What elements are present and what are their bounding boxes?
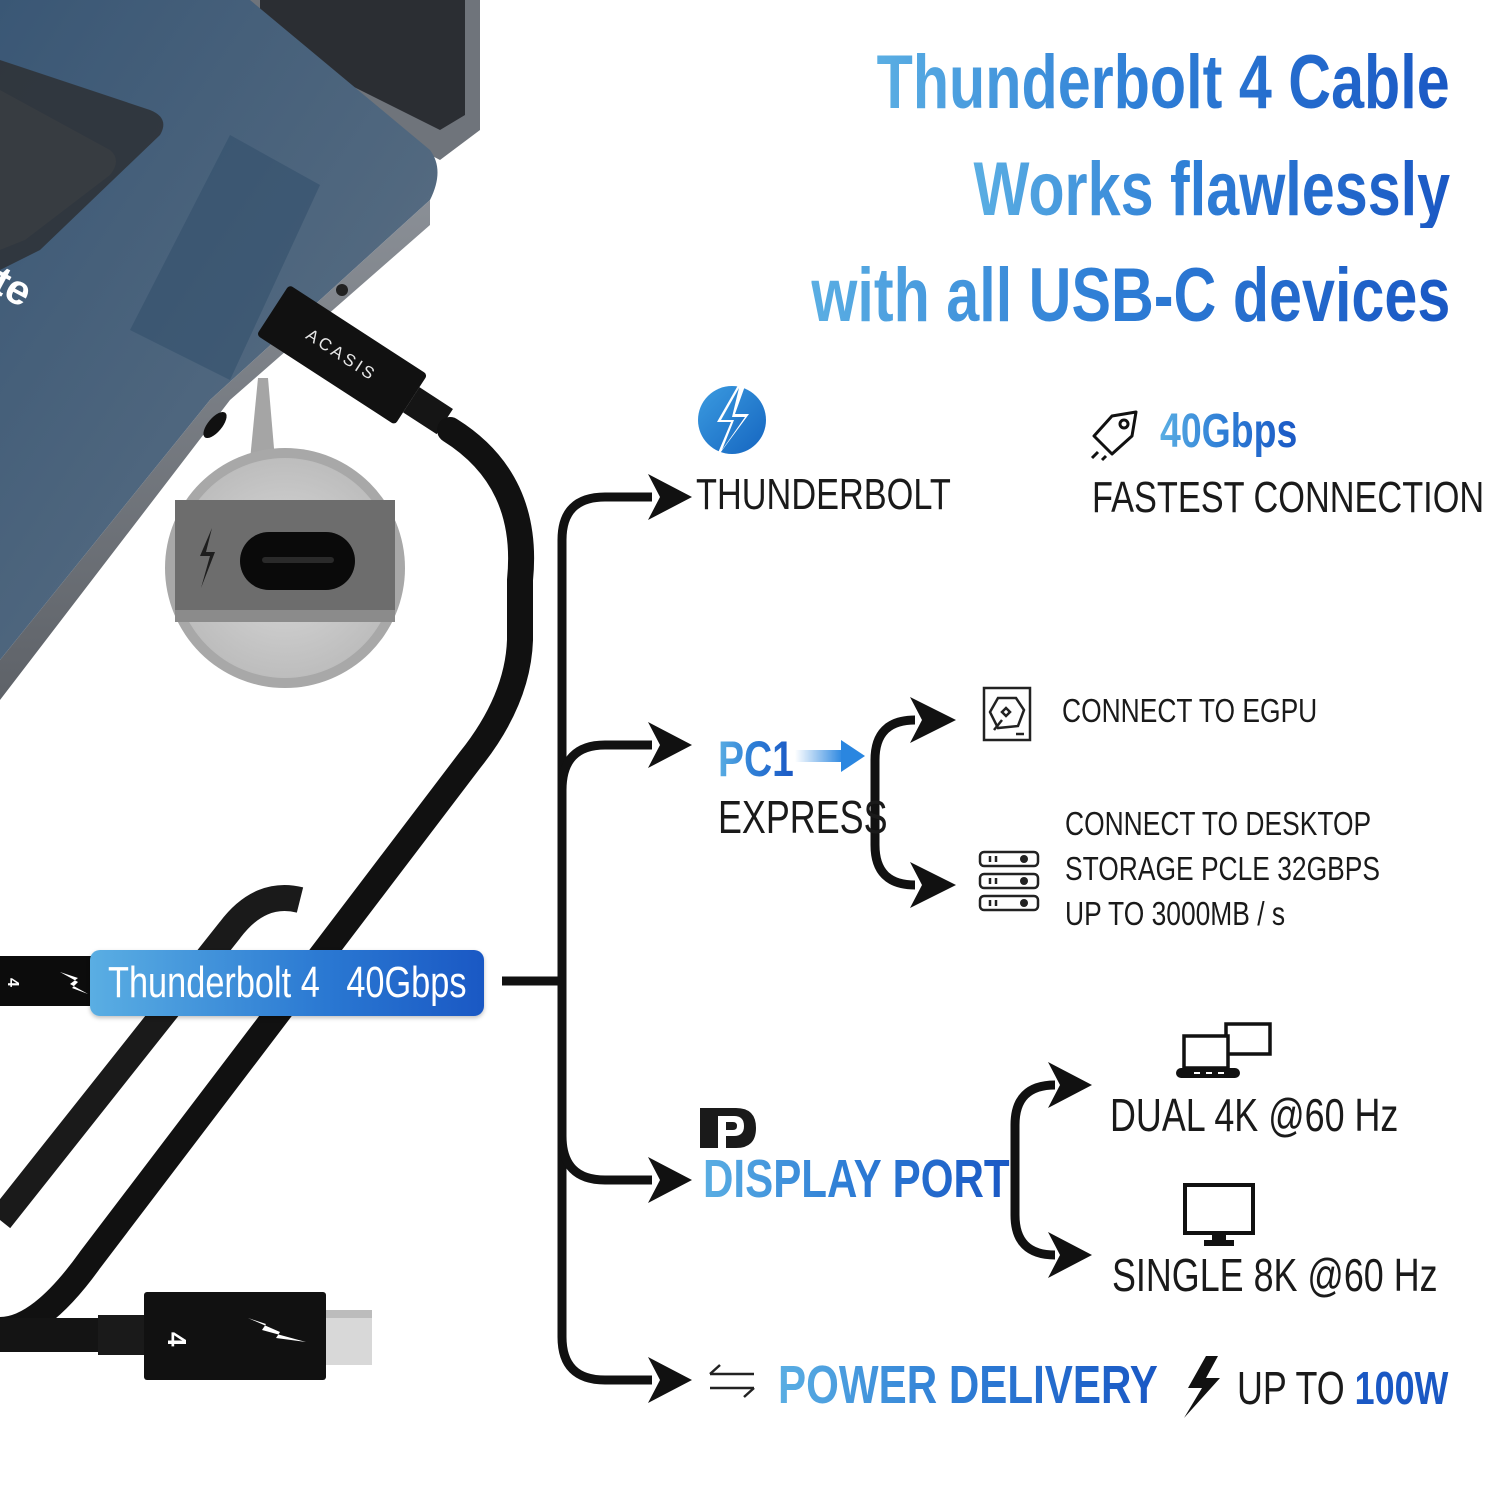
badge-name: Thunderbolt 4	[108, 958, 320, 1007]
displayport-logo-icon	[700, 1108, 756, 1148]
storage-line-1: CONNECT TO DESKTOP	[1065, 805, 1372, 842]
svg-text:4: 4	[162, 1332, 192, 1347]
product-illustration: te ACASIS 4 4	[0, 0, 535, 1380]
port-bolt-icon	[200, 528, 215, 588]
lightning-icon	[1184, 1356, 1220, 1418]
thunderbolt-badge: Thunderbolt 4 40Gbps	[90, 950, 484, 1016]
egpu-label: CONNECT TO EGPU	[1062, 692, 1318, 729]
single-8k-label: SINGLE 8K @60 Hz	[1112, 1249, 1438, 1301]
headline-line-2: Works flawlessly	[973, 147, 1450, 232]
server-storage-icon	[978, 850, 1040, 912]
thunderbolt-label: THUNDERBOLT	[696, 470, 951, 519]
swap-arrows-icon	[709, 1364, 755, 1398]
thunderbolt-logo-icon	[698, 380, 766, 460]
rocket-icon	[1090, 410, 1138, 462]
power-value: 100W	[1354, 1362, 1449, 1414]
storage-line-3: UP TO 3000MB / s	[1065, 895, 1286, 932]
power-prefix: UP TO	[1237, 1362, 1345, 1414]
pcie-subtitle: EXPRESS	[718, 791, 888, 843]
monitor-icon	[1183, 1183, 1255, 1246]
hard-drive-icon	[982, 686, 1032, 742]
connector-bolt-icon	[248, 1318, 306, 1342]
arrow-right-icon	[795, 740, 865, 772]
power-title: POWER DELIVERY	[778, 1355, 1158, 1415]
dual-monitor-icon	[1176, 1022, 1272, 1078]
dual-4k-label: DUAL 4K @60 Hz	[1110, 1089, 1399, 1141]
badge-speed: 40Gbps	[346, 958, 467, 1007]
speed-label: FASTEST CONNECTION	[1092, 473, 1485, 522]
speed-value: 40Gbps	[1160, 405, 1298, 458]
headline-line-1: Thunderbolt 4 Cable	[876, 40, 1450, 125]
displayport-title: DISPLAY PORT	[703, 1149, 1010, 1209]
storage-line-2: STORAGE PCLE 32GBPS	[1065, 850, 1380, 887]
pcie-title: PC1	[718, 731, 794, 787]
svg-text:4: 4	[4, 978, 21, 987]
headline-line-3: with all USB-C devices	[810, 253, 1450, 338]
